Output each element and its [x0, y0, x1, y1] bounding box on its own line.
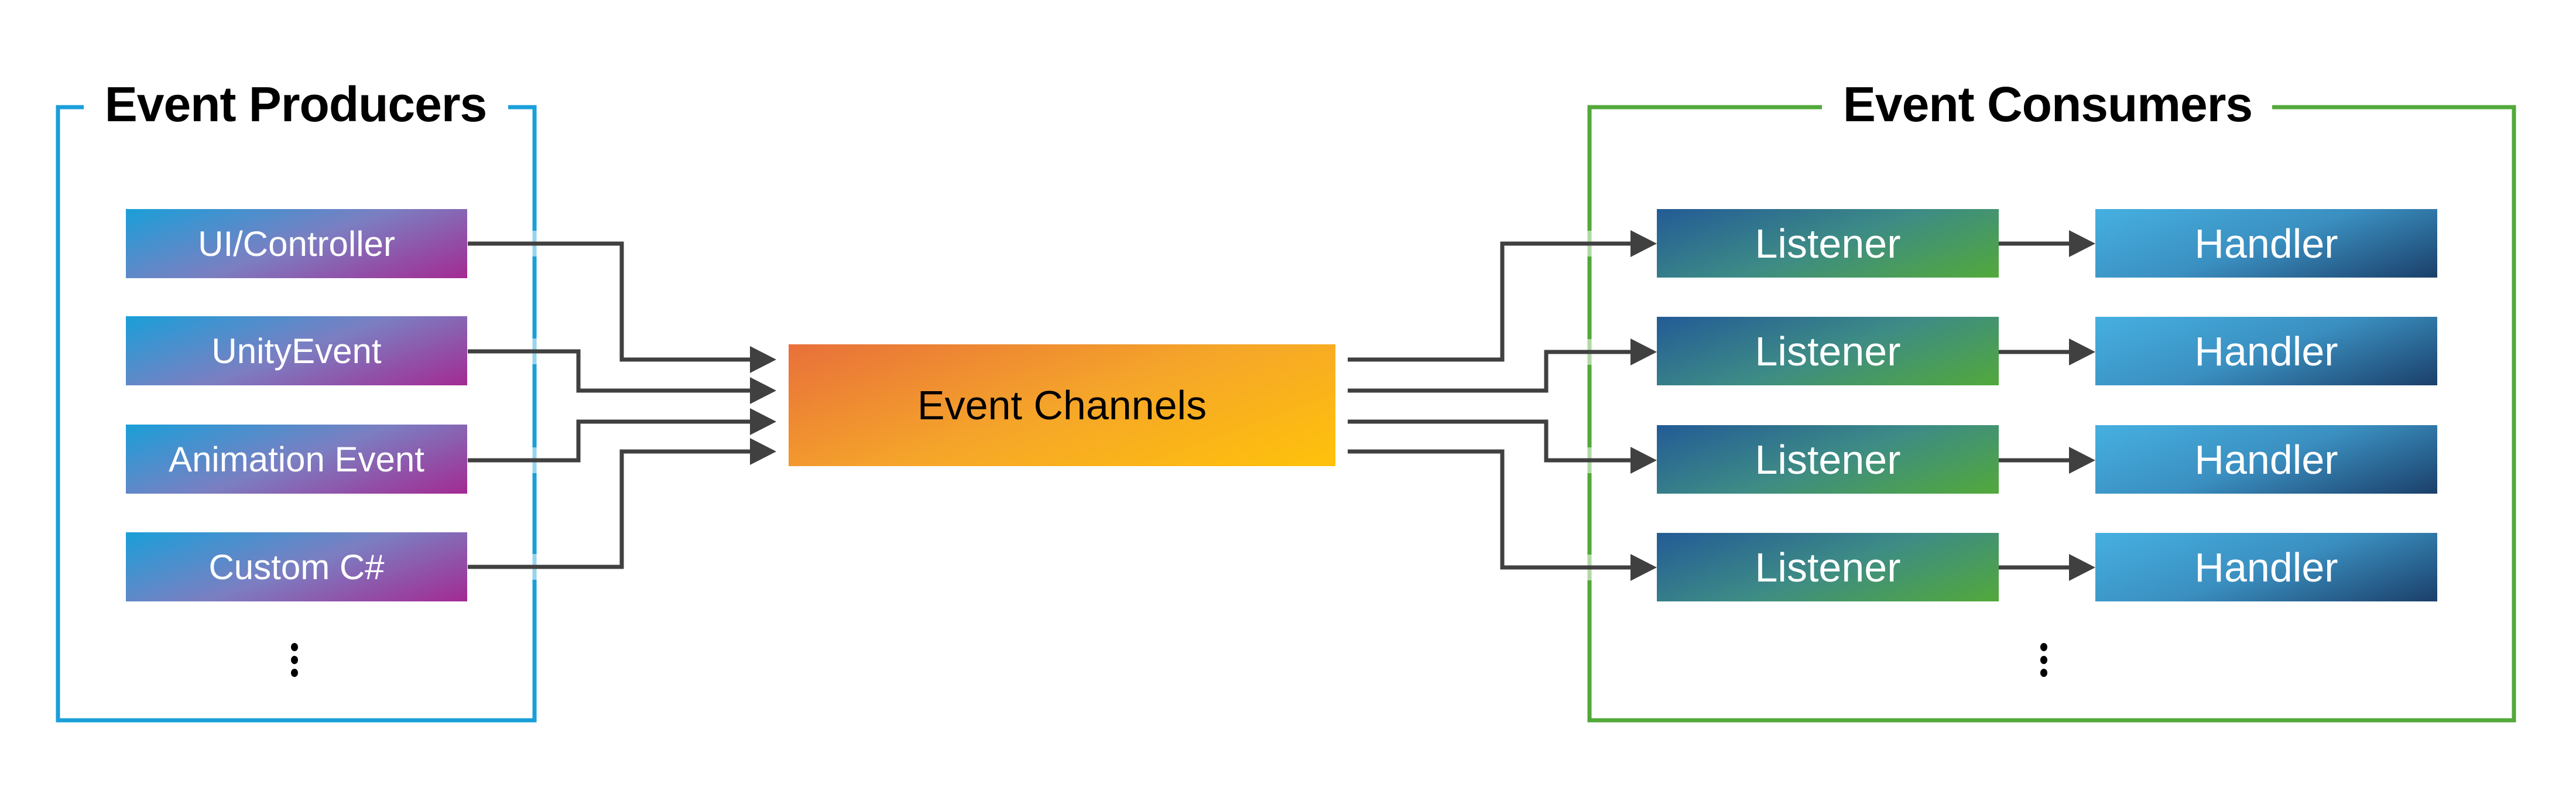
producer-connector [468, 449, 751, 569]
arrowhead-icon [750, 408, 776, 435]
producer-ui-controller: UI/Controller [126, 209, 467, 278]
listener-box: Listener [1657, 533, 1999, 601]
handler-box: Handler [2095, 317, 2437, 385]
producer-label: Animation Event [169, 439, 424, 479]
arrowhead-icon [1630, 554, 1657, 581]
arrowhead-icon [1630, 447, 1657, 474]
consumers-title: Event Consumers [1842, 77, 2253, 132]
handler-label: Handler [2194, 544, 2338, 590]
event-channels-label: Event Channels [917, 382, 1207, 428]
producers-title: Event Producers [104, 77, 488, 132]
consumers-group-border [1587, 105, 2516, 723]
producer-custom-csharp: Custom C# [126, 532, 467, 601]
handler-label: Handler [2194, 436, 2338, 483]
arrowhead-icon [2069, 447, 2095, 474]
producer-label: UI/Controller [198, 224, 395, 264]
arrowhead-icon [750, 377, 776, 404]
consumers-ellipsis-icon [2040, 643, 2049, 682]
consumer-connector [1348, 241, 1632, 362]
consumer-connector [1348, 419, 1632, 463]
producers-ellipsis-icon [291, 643, 299, 682]
handler-label: Handler [2194, 328, 2338, 374]
event-channels-box: Event Channels [789, 344, 1335, 466]
arrowhead-icon [1630, 338, 1657, 365]
producer-connector [468, 241, 751, 362]
arrowhead-icon [750, 346, 776, 373]
arrowhead-icon [2069, 554, 2095, 581]
producer-label: UnityEvent [211, 331, 382, 371]
handler-label: Handler [2194, 220, 2338, 266]
listener-label: Listener [1755, 328, 1901, 374]
listener-label: Listener [1755, 544, 1901, 590]
producer-connector [468, 349, 751, 393]
consumer-connector [1348, 449, 1632, 570]
consumer-connector [1348, 350, 1632, 393]
arrowhead-icon [2069, 338, 2095, 365]
listener-box: Listener [1657, 317, 1999, 385]
producer-connector [468, 419, 751, 463]
listener-label: Listener [1755, 220, 1901, 266]
handler-box: Handler [2095, 425, 2437, 494]
producer-label: Custom C# [208, 547, 385, 587]
producers-group-border [56, 105, 537, 723]
listener-box: Listener [1657, 209, 1999, 278]
arrowhead-icon [750, 438, 776, 465]
listener-label: Listener [1755, 436, 1901, 483]
handler-box: Handler [2095, 209, 2437, 278]
producer-animation-event: Animation Event [126, 425, 467, 494]
arrowhead-icon [1630, 230, 1657, 257]
producer-unity-event: UnityEvent [126, 316, 467, 385]
handler-box: Handler [2095, 533, 2437, 601]
listener-box: Listener [1657, 425, 1999, 494]
arrowhead-icon [2069, 230, 2095, 257]
